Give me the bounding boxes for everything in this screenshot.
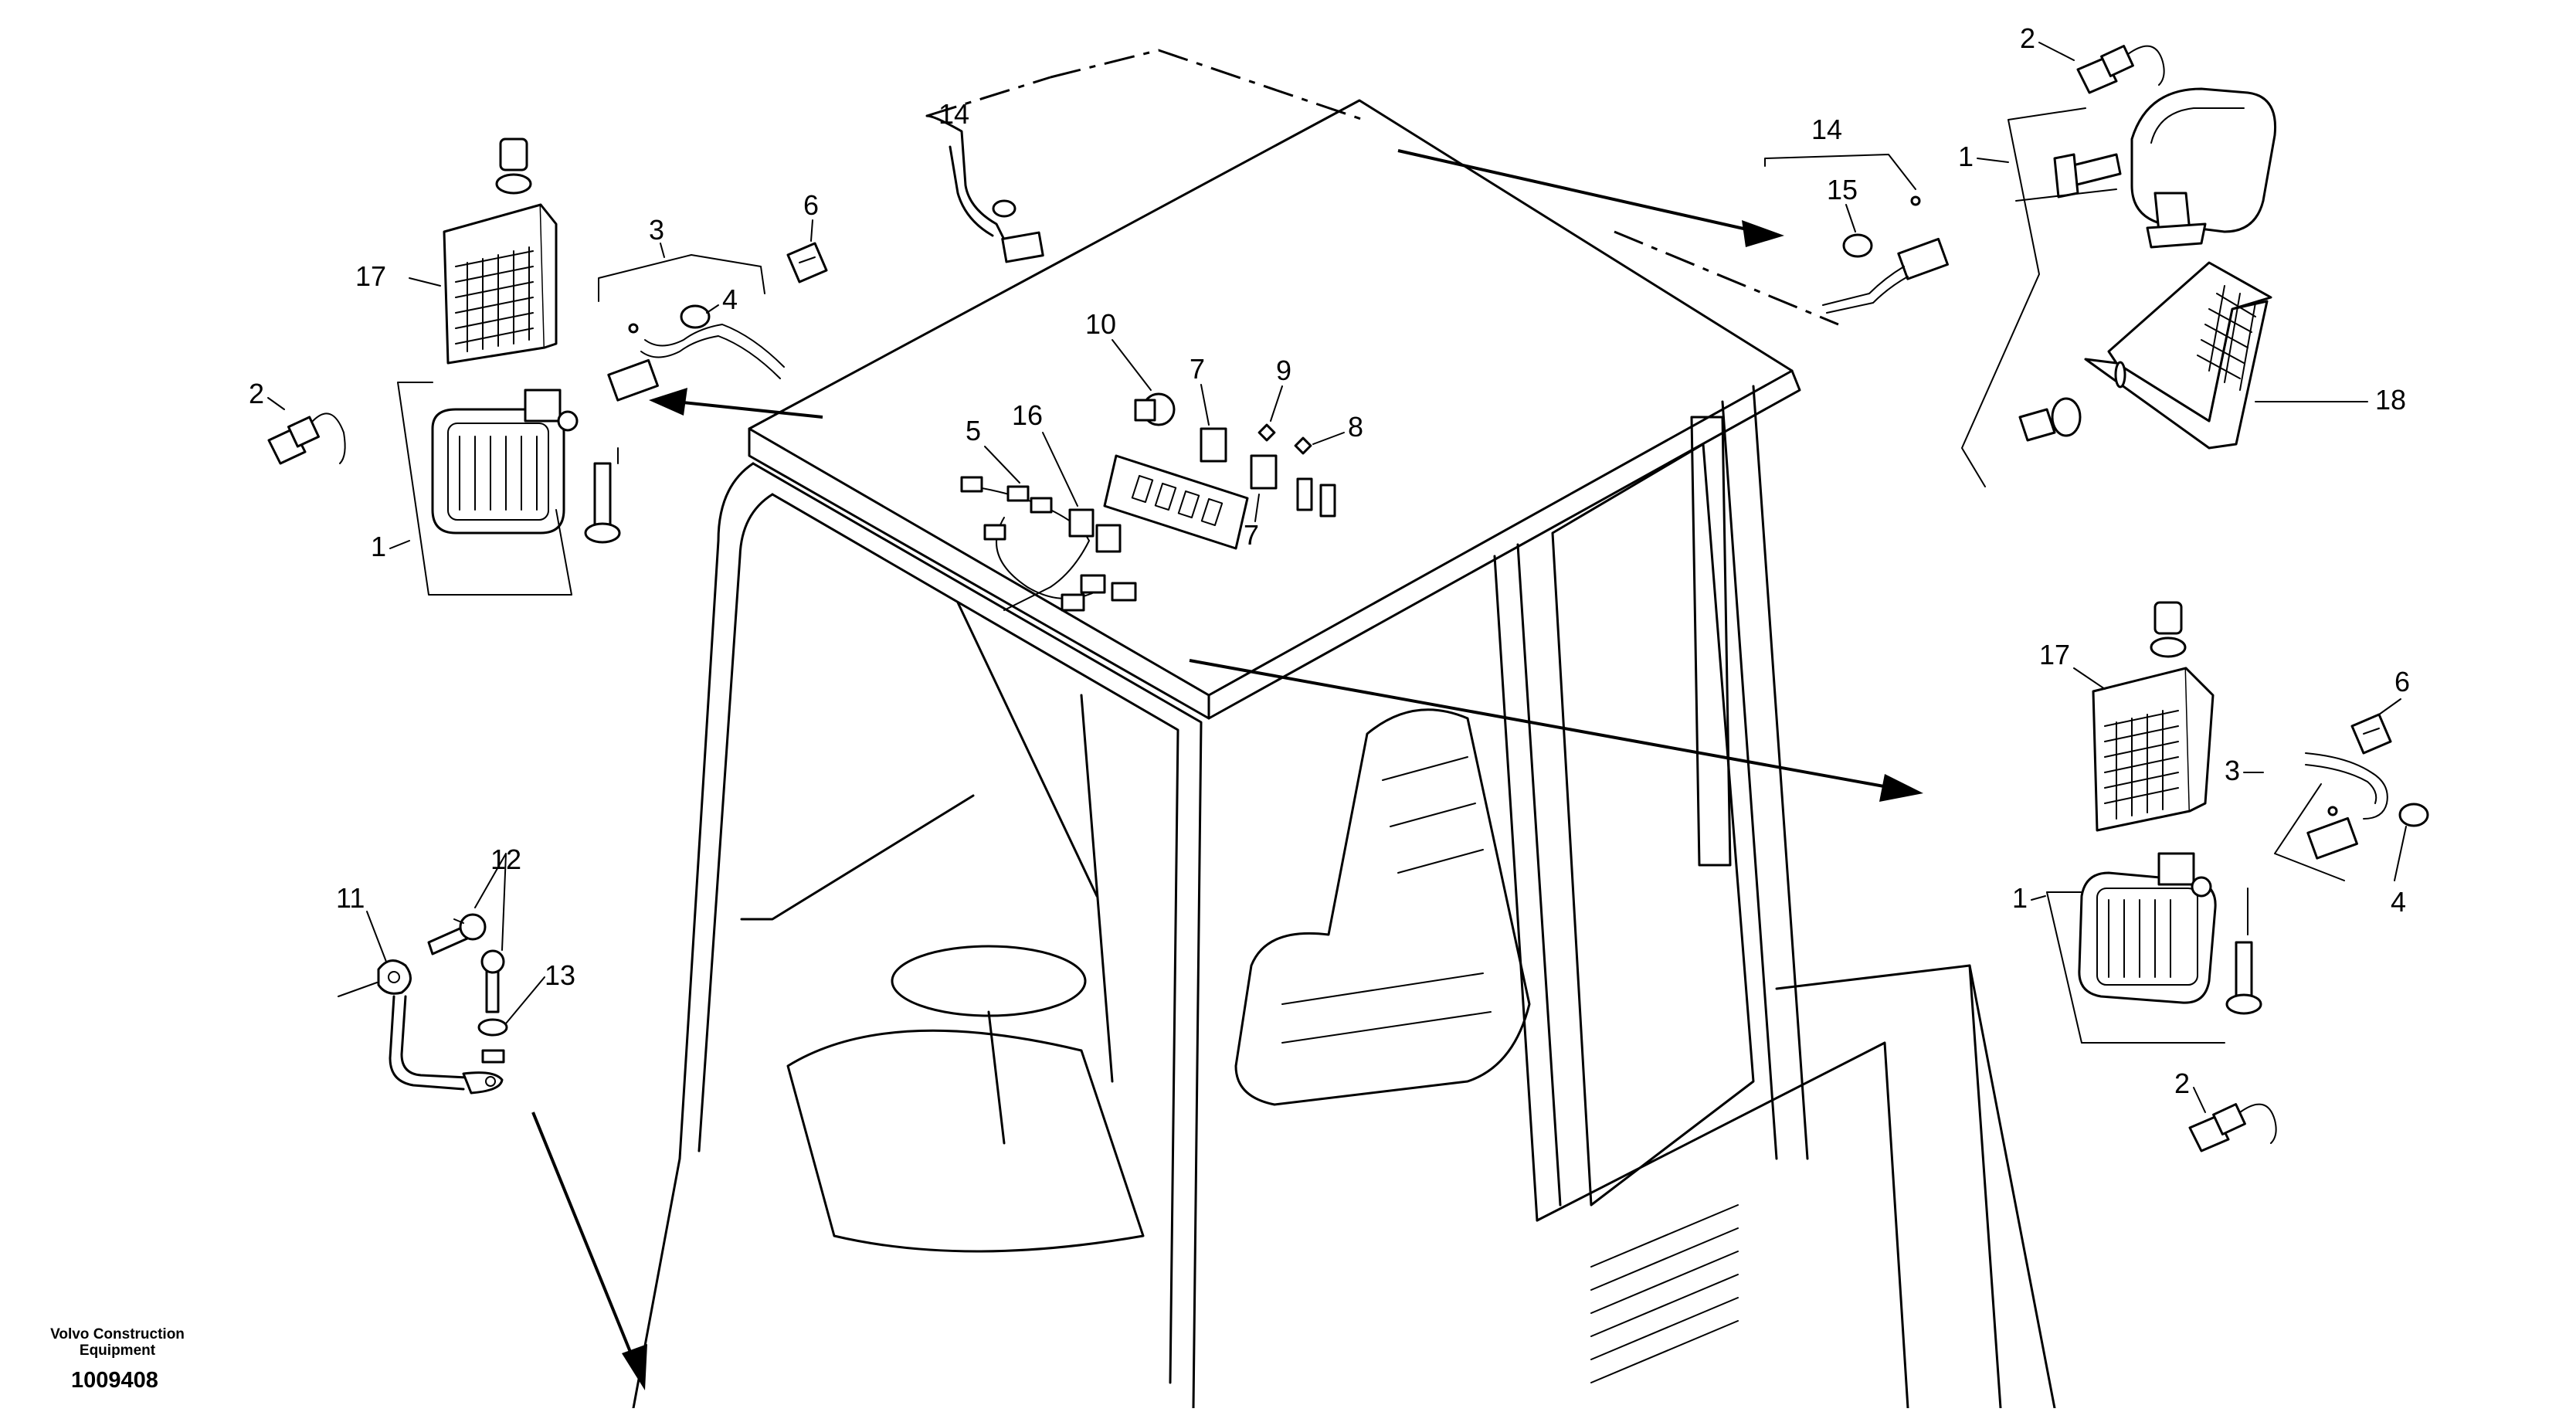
callout-1-right: 1	[2012, 882, 2028, 914]
callout-1-top-right: 1	[1958, 141, 1974, 172]
nut-right-top	[2153, 601, 2183, 635]
indicator-lens-9	[1257, 423, 1276, 442]
callout-14-top: 14	[938, 98, 969, 130]
callout-5: 5	[966, 415, 981, 446]
callout-16: 16	[1012, 399, 1043, 431]
projection-line-top	[1050, 49, 1839, 326]
cab-drawing	[632, 99, 2056, 1410]
bulb-2-bottom-right	[2188, 1103, 2277, 1152]
guard-grid-left	[455, 246, 534, 352]
operator-seat	[1234, 708, 1531, 1106]
callout-1-left: 1	[371, 531, 386, 562]
cab-side-window	[1551, 443, 1755, 1207]
callout-7-lower: 7	[1244, 519, 1259, 551]
wiper-arm	[956, 601, 1098, 898]
grommet-4-left	[680, 304, 711, 329]
callout-12: 12	[490, 843, 521, 875]
clip-6-right	[2350, 713, 2392, 755]
callout-3-right: 3	[2225, 755, 2240, 786]
callout-3-left: 3	[649, 214, 664, 246]
cable-3-left	[607, 323, 785, 402]
callout-labels: 1 2 3 4 6 17 14 5 16 10 7 7 9 8 2 14 15 …	[249, 22, 2410, 1113]
indicator-lens-8	[1294, 436, 1312, 455]
callout-2-left: 2	[249, 378, 264, 409]
rocker-switch-upper	[1200, 427, 1227, 463]
callout-9: 9	[1276, 355, 1291, 386]
brand-line-2: Equipment	[80, 1342, 156, 1359]
washer-left-top	[495, 173, 532, 195]
bottom-right-work-light-assembly	[2046, 601, 2429, 1152]
cab-roof	[748, 99, 1794, 697]
bolt-left	[593, 462, 612, 527]
callout-7-upper: 7	[1190, 353, 1205, 385]
washer-13	[477, 1018, 508, 1037]
cable-14-top	[925, 114, 1044, 263]
bulb-2-top-right	[2076, 45, 2165, 94]
bolt-right	[2235, 941, 2253, 998]
callout-4-left: 4	[722, 283, 738, 315]
callout-17-left: 17	[355, 260, 386, 292]
guard-grid-right	[2104, 710, 2179, 820]
grommet-15	[1842, 233, 1873, 258]
work-lamp-left	[431, 408, 565, 535]
cab-windscreen-frame	[752, 462, 1203, 1410]
figure-number: 1009408	[71, 1368, 158, 1393]
clip-6-left	[786, 242, 828, 283]
callout-2-top-right: 2	[2020, 22, 2035, 54]
cab-vent-grille	[1590, 1204, 1739, 1383]
ground-cable-assembly	[338, 853, 508, 1095]
direction-arrows	[531, 149, 1923, 1390]
callout-17-right: 17	[2039, 639, 2070, 670]
callout-13: 13	[545, 959, 575, 991]
work-lamp-right	[2078, 871, 2217, 1004]
work-lamp-top-right	[2130, 87, 2277, 233]
washer-right-top	[2150, 636, 2187, 658]
callout-15: 15	[1827, 174, 1858, 205]
callout-2-bottom-right: 2	[2174, 1067, 2190, 1099]
grommet-4-right	[2398, 803, 2429, 827]
callout-6-left: 6	[803, 189, 819, 221]
callout-14-right: 14	[1811, 114, 1842, 145]
footer: Volvo Construction Equipment 1009408	[50, 1326, 185, 1393]
ring-terminal-11	[377, 959, 412, 995]
cable-3-right	[2305, 752, 2388, 860]
bulb-2-left	[267, 412, 346, 465]
callout-4-right: 4	[2391, 886, 2406, 918]
switch-panel	[1103, 454, 1249, 550]
callout-6-right: 6	[2394, 666, 2410, 698]
callout-10: 10	[1085, 308, 1116, 340]
roof-switch-panel-assembly	[960, 392, 1336, 612]
callout-8: 8	[1348, 411, 1363, 443]
callout-18: 18	[2375, 384, 2406, 416]
guard-grid-top-right	[2197, 285, 2256, 391]
nut-left-top	[499, 137, 528, 171]
cable-14-right	[1822, 195, 1949, 314]
washer-top-right	[2051, 397, 2082, 437]
callout-11: 11	[336, 882, 365, 914]
nut-top-right	[2018, 408, 2056, 442]
brand-line-1: Volvo Construction	[50, 1326, 185, 1342]
screw-12-lower	[480, 949, 505, 1013]
top-right-work-light-assembly	[1764, 45, 2277, 487]
screw-12-upper	[427, 913, 487, 955]
left-work-light-assembly	[267, 137, 828, 596]
rocker-switch-lower	[1250, 454, 1278, 490]
steering-wheel	[891, 945, 1087, 1017]
